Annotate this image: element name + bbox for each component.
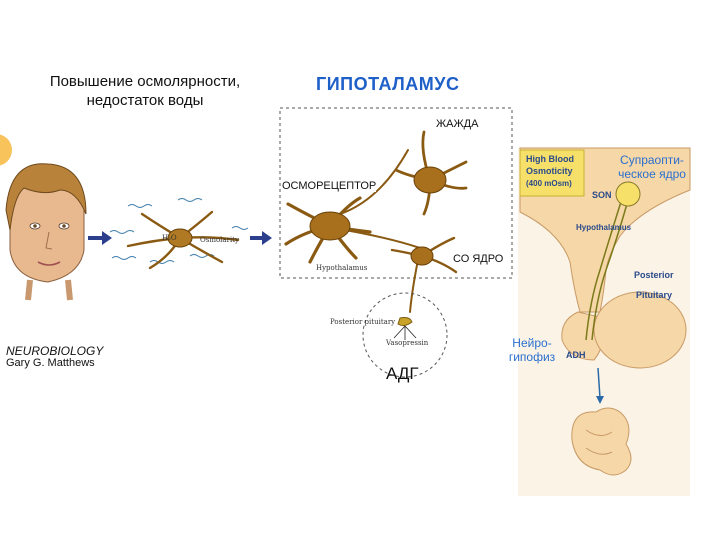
osmolarity-label: Osmolarity xyxy=(200,236,239,244)
osmoreceptor-body xyxy=(309,211,351,241)
posterior-pituitary-circle xyxy=(362,292,448,378)
vasopressin-arrows xyxy=(393,325,417,340)
hypothalamus-title: ГИПОТАЛАМУС xyxy=(316,74,460,94)
book-credit: NEUROBIOLOGY Gary G. Matthews xyxy=(6,345,103,369)
posterior-label: Posterior xyxy=(634,270,674,280)
so-nucleus-label: СО ЯДРО xyxy=(453,253,504,265)
adh-label: ADH xyxy=(566,350,586,360)
vasopressin-label: Vasopressin xyxy=(385,339,429,347)
hypothalamus-right-label: Hypothalamus xyxy=(576,223,632,232)
pituitary-label: Pituitary xyxy=(636,290,672,300)
osm-value-label: (400 mOsm) xyxy=(526,179,572,188)
osmoticity-label: Osmoticity xyxy=(526,166,573,176)
pituitary-panel xyxy=(518,147,691,496)
high-blood-label: High Blood xyxy=(526,154,574,164)
osmoreceptor-neuron xyxy=(284,149,421,264)
thirst-neuron-body xyxy=(413,166,447,194)
adg-label: АДГ xyxy=(386,364,419,383)
supraoptic-label: Супраопти-ческое ядро xyxy=(618,153,686,181)
posterior-pituitary-label: Posterior pituitary xyxy=(330,318,395,326)
left-caption: Повышение осмолярности, недостаток воды xyxy=(49,73,241,109)
so-neuron-body xyxy=(410,246,434,266)
neurohypophysis-label: Нейро-гипофиз xyxy=(508,336,556,364)
face-illustration xyxy=(5,163,87,301)
flow-arrows xyxy=(88,231,272,245)
book-title: NEUROBIOLOGY xyxy=(6,344,104,358)
h2o-label: H₂O xyxy=(162,234,177,242)
sun-glow xyxy=(0,134,12,166)
terminal-icon xyxy=(397,317,413,327)
water-waves xyxy=(109,198,249,264)
hypothalamus-box xyxy=(279,107,513,279)
osmolarity-neuron-body xyxy=(167,228,193,248)
hypothalamus-label: Hypothalamus xyxy=(316,264,368,272)
thirst-label: ЖАЖДА xyxy=(436,118,479,130)
book-author: Gary G. Matthews xyxy=(6,357,95,369)
son-label: SON xyxy=(592,190,612,200)
osmoreceptor-label: ОСМОРЕЦЕПТОР xyxy=(282,180,377,192)
